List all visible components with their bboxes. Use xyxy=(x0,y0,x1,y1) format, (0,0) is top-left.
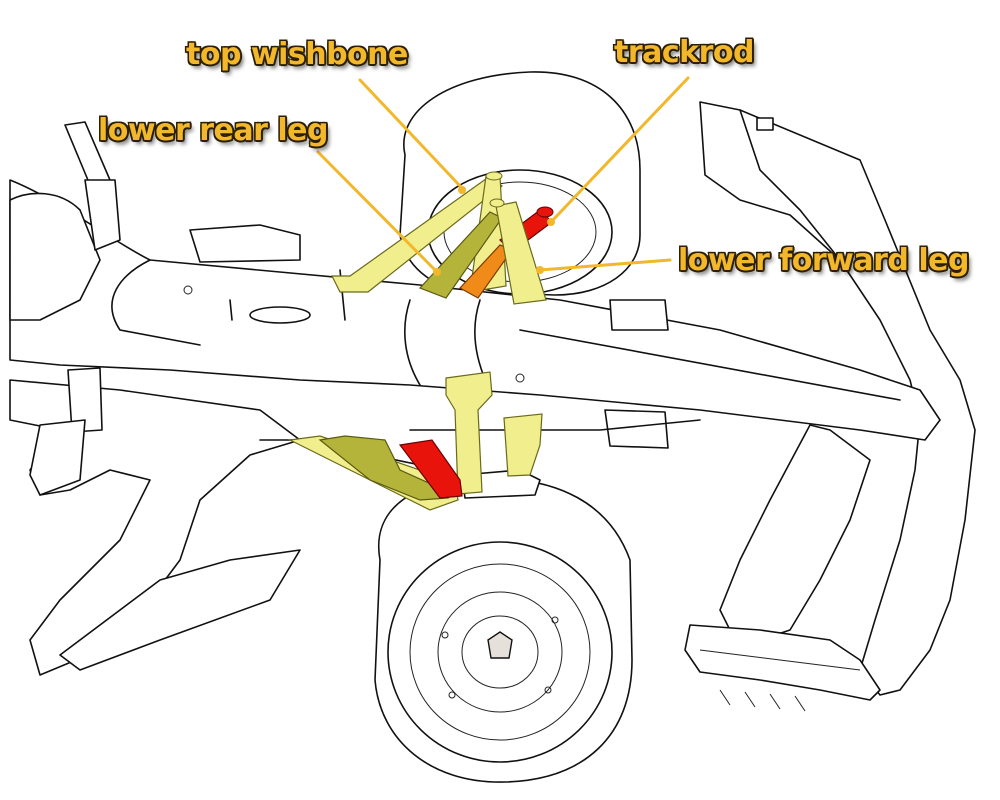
leader-lower-forward-leg xyxy=(538,258,672,272)
leader-lines xyxy=(316,76,690,276)
label-lower-rear-leg: lower rear leg xyxy=(98,113,328,148)
chassis xyxy=(9,121,941,676)
lower-trackrod xyxy=(398,439,463,499)
leader-top-wishbone xyxy=(358,78,464,190)
wheel-nut-icon xyxy=(487,631,513,659)
leader-trackrod xyxy=(549,76,690,224)
label-lower-forward-leg: lower forward leg xyxy=(678,243,969,278)
leader-lower-rear-leg xyxy=(316,150,439,274)
lower-forward-leg-lower xyxy=(503,413,543,477)
lower-forward-leg-upper xyxy=(495,201,547,305)
top-wishbone-rear-leg xyxy=(331,175,503,293)
lower-pushrod xyxy=(445,371,493,495)
front-wing xyxy=(684,101,976,712)
label-trackrod: trackrod xyxy=(614,35,755,70)
label-top-wishbone: top wishbone xyxy=(186,37,408,72)
suspension-members xyxy=(287,171,554,511)
lower-tyre xyxy=(374,477,633,783)
